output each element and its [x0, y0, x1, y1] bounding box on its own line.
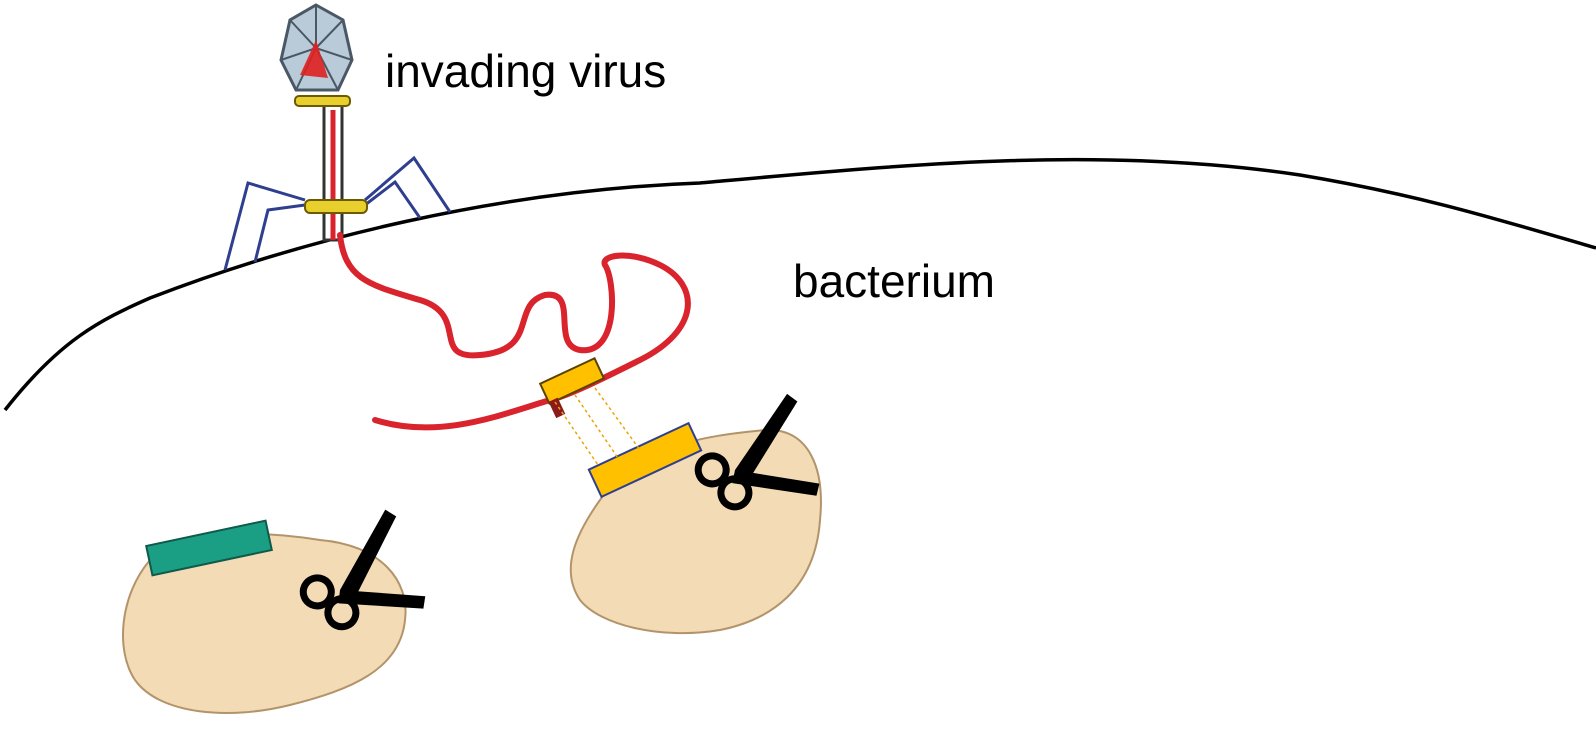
virus-label: invading virus	[385, 48, 666, 94]
viral-dna	[340, 235, 688, 427]
phage-capsid	[281, 5, 352, 90]
phage-collar-top	[295, 96, 350, 106]
bacterium-label: bacterium	[793, 258, 995, 304]
target-segment	[540, 358, 604, 403]
phage-collar-bottom	[305, 200, 367, 213]
